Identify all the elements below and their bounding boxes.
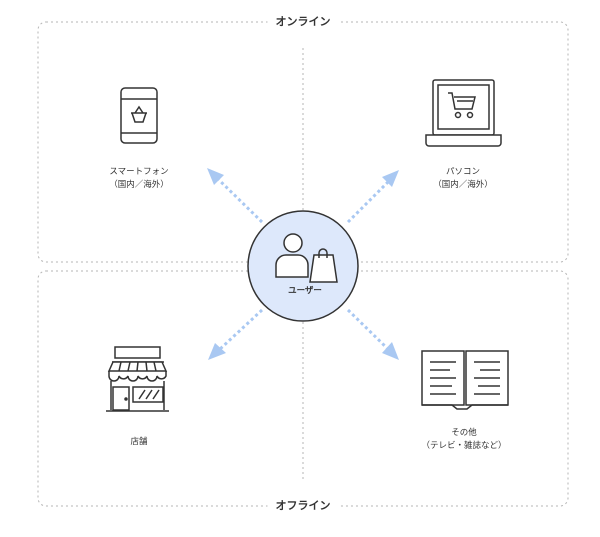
other-label: その他 （テレビ・雑誌など） (421, 427, 506, 453)
pc-label: パソコン （国内／海外） (433, 166, 493, 192)
other-label-line1: その他 (451, 428, 477, 438)
arrow-to-store (208, 308, 264, 360)
smartphone-label-line1: スマートフォン (109, 167, 169, 177)
arrow-to-other (346, 308, 399, 360)
arrow-to-pc (346, 170, 399, 224)
pc-label-line1: パソコン (445, 167, 481, 177)
arrow-to-smartphone (207, 168, 264, 224)
user-shopping-bag-icon (275, 233, 338, 283)
open-magazine-icon (421, 350, 509, 410)
store-label-line1: 店舗 (130, 437, 148, 447)
smartphone-basket-icon (120, 87, 158, 144)
offline-region-label: オフライン (267, 497, 339, 513)
pc-label-line2: （国内／海外） (433, 180, 493, 190)
store-label: 店舗 (130, 436, 147, 449)
smartphone-label: スマートフォン （国内／海外） (109, 166, 169, 192)
user-label: ユーザー (288, 286, 322, 296)
online-region-label: オンライン (267, 13, 339, 29)
other-label-line2: （テレビ・雑誌など） (421, 441, 507, 451)
smartphone-label-line2: （国内／海外） (109, 180, 169, 190)
storefront-icon (106, 346, 169, 412)
laptop-cart-icon (425, 79, 502, 147)
